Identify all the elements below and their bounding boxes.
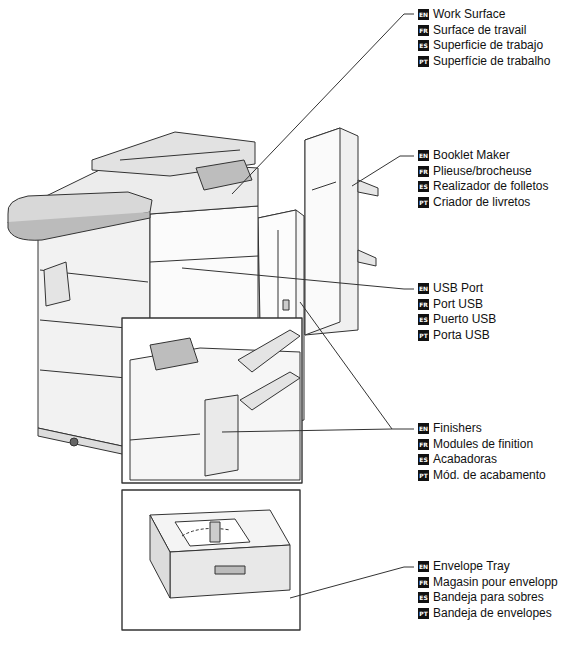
callout-label: USB Port [433,282,483,295]
language-badge: FR [418,25,429,36]
callout-label: Surface de travail [433,24,526,37]
language-badge: FR [418,166,429,177]
language-badge: ES [418,592,429,603]
callout-label: Port USB [433,298,483,311]
callout-label: Criador de livretos [433,196,530,209]
callout-label: Mód. de acabamento [433,469,546,482]
language-badge: ES [418,454,429,465]
callout-label: Finishers [433,422,482,435]
callout-label: Work Surface [433,8,505,21]
callout-label: Envelope Tray [433,560,510,573]
callout-label: Superficie de trabajo [433,39,543,52]
language-badge: ES [418,314,429,325]
callout-label: Porta USB [433,329,490,342]
callout-label: Bandeja para sobres [433,591,544,604]
language-badge: EN [418,561,429,572]
language-badge: EN [418,150,429,161]
language-badge: PT [418,608,429,619]
language-badge: ES [418,181,429,192]
language-badge: FR [418,439,429,450]
language-badge: ES [418,40,429,51]
callout-label: Modules de finition [433,438,533,451]
language-badge: PT [418,470,429,481]
callout-label: Realizador de folletos [433,180,548,193]
callout-label: Acabadoras [433,453,497,466]
callout-label: Booklet Maker [433,149,510,162]
language-badge: PT [418,330,429,341]
language-badge: PT [418,56,429,67]
callout-label: Puerto USB [433,313,496,326]
callout-label: Magasin pour envelopp [433,576,558,589]
language-badge: EN [418,283,429,294]
language-badge: EN [418,423,429,434]
language-badge: PT [418,197,429,208]
language-badge: FR [418,299,429,310]
language-badge: FR [418,577,429,588]
callout-label: Plieuse/brocheuse [433,165,532,178]
language-badge: EN [418,9,429,20]
callout-label: Bandeja de envelopes [433,607,552,620]
callout-label: Superfície de trabalho [433,55,550,68]
